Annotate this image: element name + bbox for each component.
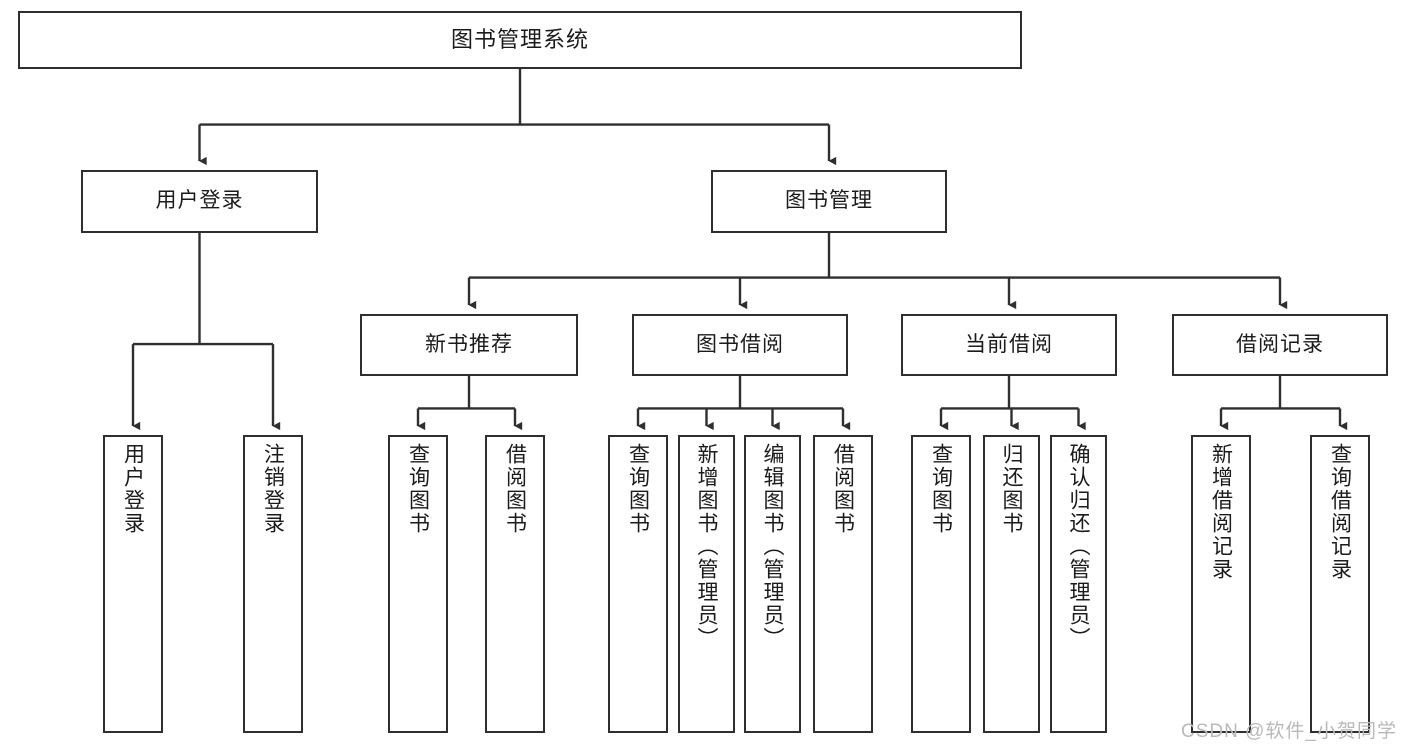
node-new-book-rec[interactable]: 新书推荐 xyxy=(360,314,578,376)
node-new-book-rec-label: 新书推荐 xyxy=(425,332,513,356)
node-leaf-query-book-1[interactable]: 查询图书 xyxy=(388,435,448,733)
node-leaf-add-book-label: 新增图书（管理员） xyxy=(695,443,718,650)
node-root[interactable]: 图书管理系统 xyxy=(18,11,1022,69)
node-leaf-edit-book-label: 编辑图书（管理员） xyxy=(761,443,784,650)
node-leaf-logout[interactable]: 注销登录 xyxy=(243,435,303,733)
node-leaf-logout-label: 注销登录 xyxy=(261,443,285,535)
node-user-login-label: 用户登录 xyxy=(155,189,244,213)
node-leaf-add-record-label: 新增借阅记录 xyxy=(1209,443,1233,581)
node-book-manage-label: 图书管理 xyxy=(785,189,873,213)
node-leaf-query-book-2[interactable]: 查询图书 xyxy=(608,435,668,733)
node-leaf-query-book-3[interactable]: 查询图书 xyxy=(911,435,971,733)
node-leaf-return-book-label: 归还图书 xyxy=(1000,443,1023,535)
node-book-manage[interactable]: 图书管理 xyxy=(711,170,947,233)
watermark: CSDN @软件_小贺同学 xyxy=(1181,721,1397,742)
node-current-borrow[interactable]: 当前借阅 xyxy=(901,314,1117,376)
node-leaf-user-login[interactable]: 用户登录 xyxy=(103,435,163,733)
node-leaf-return-book[interactable]: 归还图书 xyxy=(983,435,1040,733)
node-leaf-borrow-book-2-label: 借阅图书 xyxy=(831,443,855,535)
node-leaf-query-book-3-label: 查询图书 xyxy=(929,443,953,535)
node-leaf-add-book[interactable]: 新增图书（管理员） xyxy=(678,435,735,733)
node-current-borrow-label: 当前借阅 xyxy=(965,332,1053,356)
node-leaf-add-record[interactable]: 新增借阅记录 xyxy=(1191,435,1251,733)
node-leaf-user-login-label: 用户登录 xyxy=(121,443,145,535)
node-leaf-borrow-book-1[interactable]: 借阅图书 xyxy=(485,435,545,733)
node-leaf-query-record[interactable]: 查询借阅记录 xyxy=(1310,435,1370,733)
node-leaf-edit-book[interactable]: 编辑图书（管理员） xyxy=(744,435,801,733)
node-user-login[interactable]: 用户登录 xyxy=(81,170,318,233)
node-leaf-borrow-book-1-label: 借阅图书 xyxy=(503,443,527,535)
node-leaf-query-book-2-label: 查询图书 xyxy=(626,443,650,535)
node-borrow-record-label: 借阅记录 xyxy=(1236,332,1324,356)
node-book-borrow[interactable]: 图书借阅 xyxy=(632,314,848,376)
node-book-borrow-label: 图书借阅 xyxy=(696,332,784,356)
node-leaf-borrow-book-2[interactable]: 借阅图书 xyxy=(813,435,873,733)
node-borrow-record[interactable]: 借阅记录 xyxy=(1172,314,1388,376)
node-leaf-query-record-label: 查询借阅记录 xyxy=(1328,443,1352,581)
node-leaf-query-book-1-label: 查询图书 xyxy=(406,443,430,535)
node-leaf-confirm-return[interactable]: 确认归还（管理员） xyxy=(1050,435,1107,733)
node-leaf-confirm-return-label: 确认归还（管理员） xyxy=(1067,443,1090,650)
node-root-label: 图书管理系统 xyxy=(450,27,589,53)
